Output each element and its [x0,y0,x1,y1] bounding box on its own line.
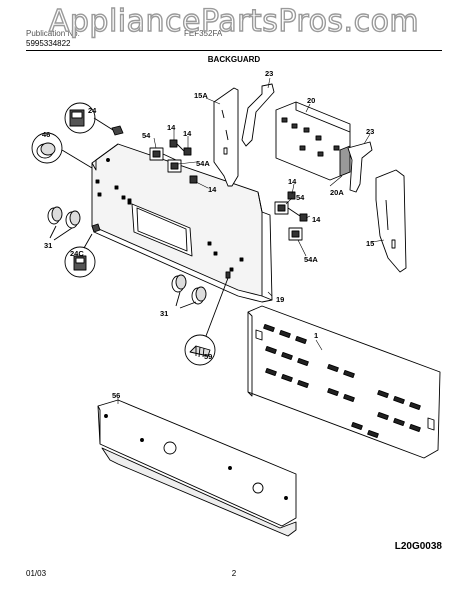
part-24c-switch-inset [64,233,96,278]
control-panel-19 [91,143,273,303]
label-part-1: 1 [314,331,318,340]
part-24-switch-inset [64,102,114,134]
label-part-31-bottom: 31 [160,309,168,318]
end-bracket-15a [213,87,239,187]
label-part-23-right: 23 [366,127,374,136]
drawing-code: L20G0038 [394,541,442,552]
watermark-logo: AppliancePartsPros.com [48,3,420,39]
part-46-cap-inset [31,132,93,169]
publication-number: 5995334822 [26,39,71,48]
label-part-15a: 15A [194,91,208,100]
knobs-31-left [47,206,81,241]
label-part-23-top: 23 [265,69,273,78]
label-part-54-left: 54 [142,131,151,140]
label-part-24: 24 [88,106,97,115]
label-part-20: 20 [307,96,315,105]
label-part-20a: 20A [330,188,344,197]
label-part-19: 19 [276,295,284,304]
leader-lines [117,77,385,404]
label-part-14-a: 14 [167,123,176,132]
screw-59-inset [184,271,231,366]
label-part-14-b: 14 [183,129,192,138]
label-part-14-e: 14 [312,215,321,224]
revision-date: 01/03 [26,569,47,578]
control-board-20 [275,101,351,181]
header-rule [26,50,442,51]
part-24c-switch [91,223,101,233]
page-number: 2 [231,569,237,578]
part-24-switch [111,125,124,136]
end-cap-15 [375,169,407,273]
label-part-46: 46 [42,130,50,139]
model-label: FEF352FA [184,29,223,38]
knobs-31-bottom [171,274,207,309]
label-part-31-left: 31 [44,241,52,250]
section-title: BACKGUARD [207,55,261,64]
label-part-14-d: 14 [288,177,297,186]
switch-cluster-left [149,139,198,184]
publication-label: Publication No. [26,29,80,38]
rear-bracket-56 [97,399,297,537]
bracket-23-top [241,83,275,147]
rear-panel-1 [247,305,441,459]
label-part-56: 56 [112,391,120,400]
label-part-59: 59 [204,352,212,361]
label-part-14-c: 14 [208,185,217,194]
label-part-54-right: 54 [296,193,305,202]
label-part-54a-right: 54A [304,255,318,264]
label-part-54a-left: 54A [196,159,210,168]
bracket-23-right [347,141,373,193]
label-part-15: 15 [366,239,374,248]
switch-cluster-right [274,191,308,241]
label-part-24c: 24C [70,249,84,258]
